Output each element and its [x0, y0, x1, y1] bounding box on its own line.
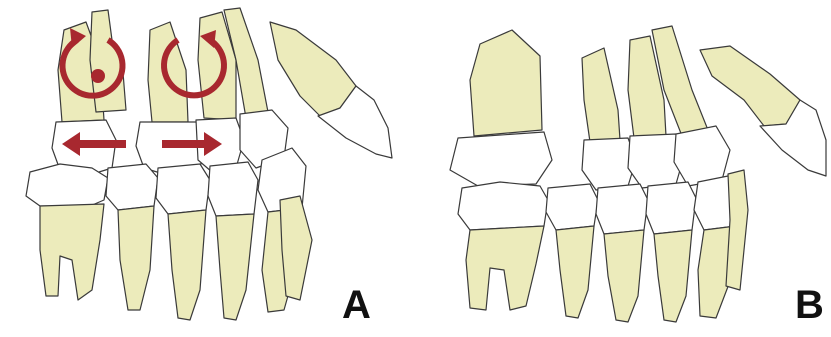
- lower-molar-b: [458, 182, 548, 310]
- panel-label-b: B: [795, 285, 824, 325]
- lower-tooth-a2: [106, 164, 158, 310]
- lower-tooth-a3: [156, 164, 210, 320]
- upper-canine-a: [270, 22, 392, 158]
- panel-label-a: A: [342, 285, 371, 325]
- lower-premolar-b: [726, 170, 748, 290]
- lower-tooth-a4: [208, 162, 258, 320]
- lower-molar-a: [26, 164, 108, 300]
- rotation-center-dot: [91, 69, 105, 83]
- lower-premolar-a: [280, 196, 312, 300]
- upper-molar-b: [450, 30, 552, 186]
- panel-a-teeth: [26, 8, 392, 320]
- panel-b-teeth: [450, 26, 826, 322]
- lower-tooth-b3: [596, 184, 648, 322]
- lower-tooth-b2: [546, 184, 598, 318]
- lower-tooth-b4: [646, 182, 696, 322]
